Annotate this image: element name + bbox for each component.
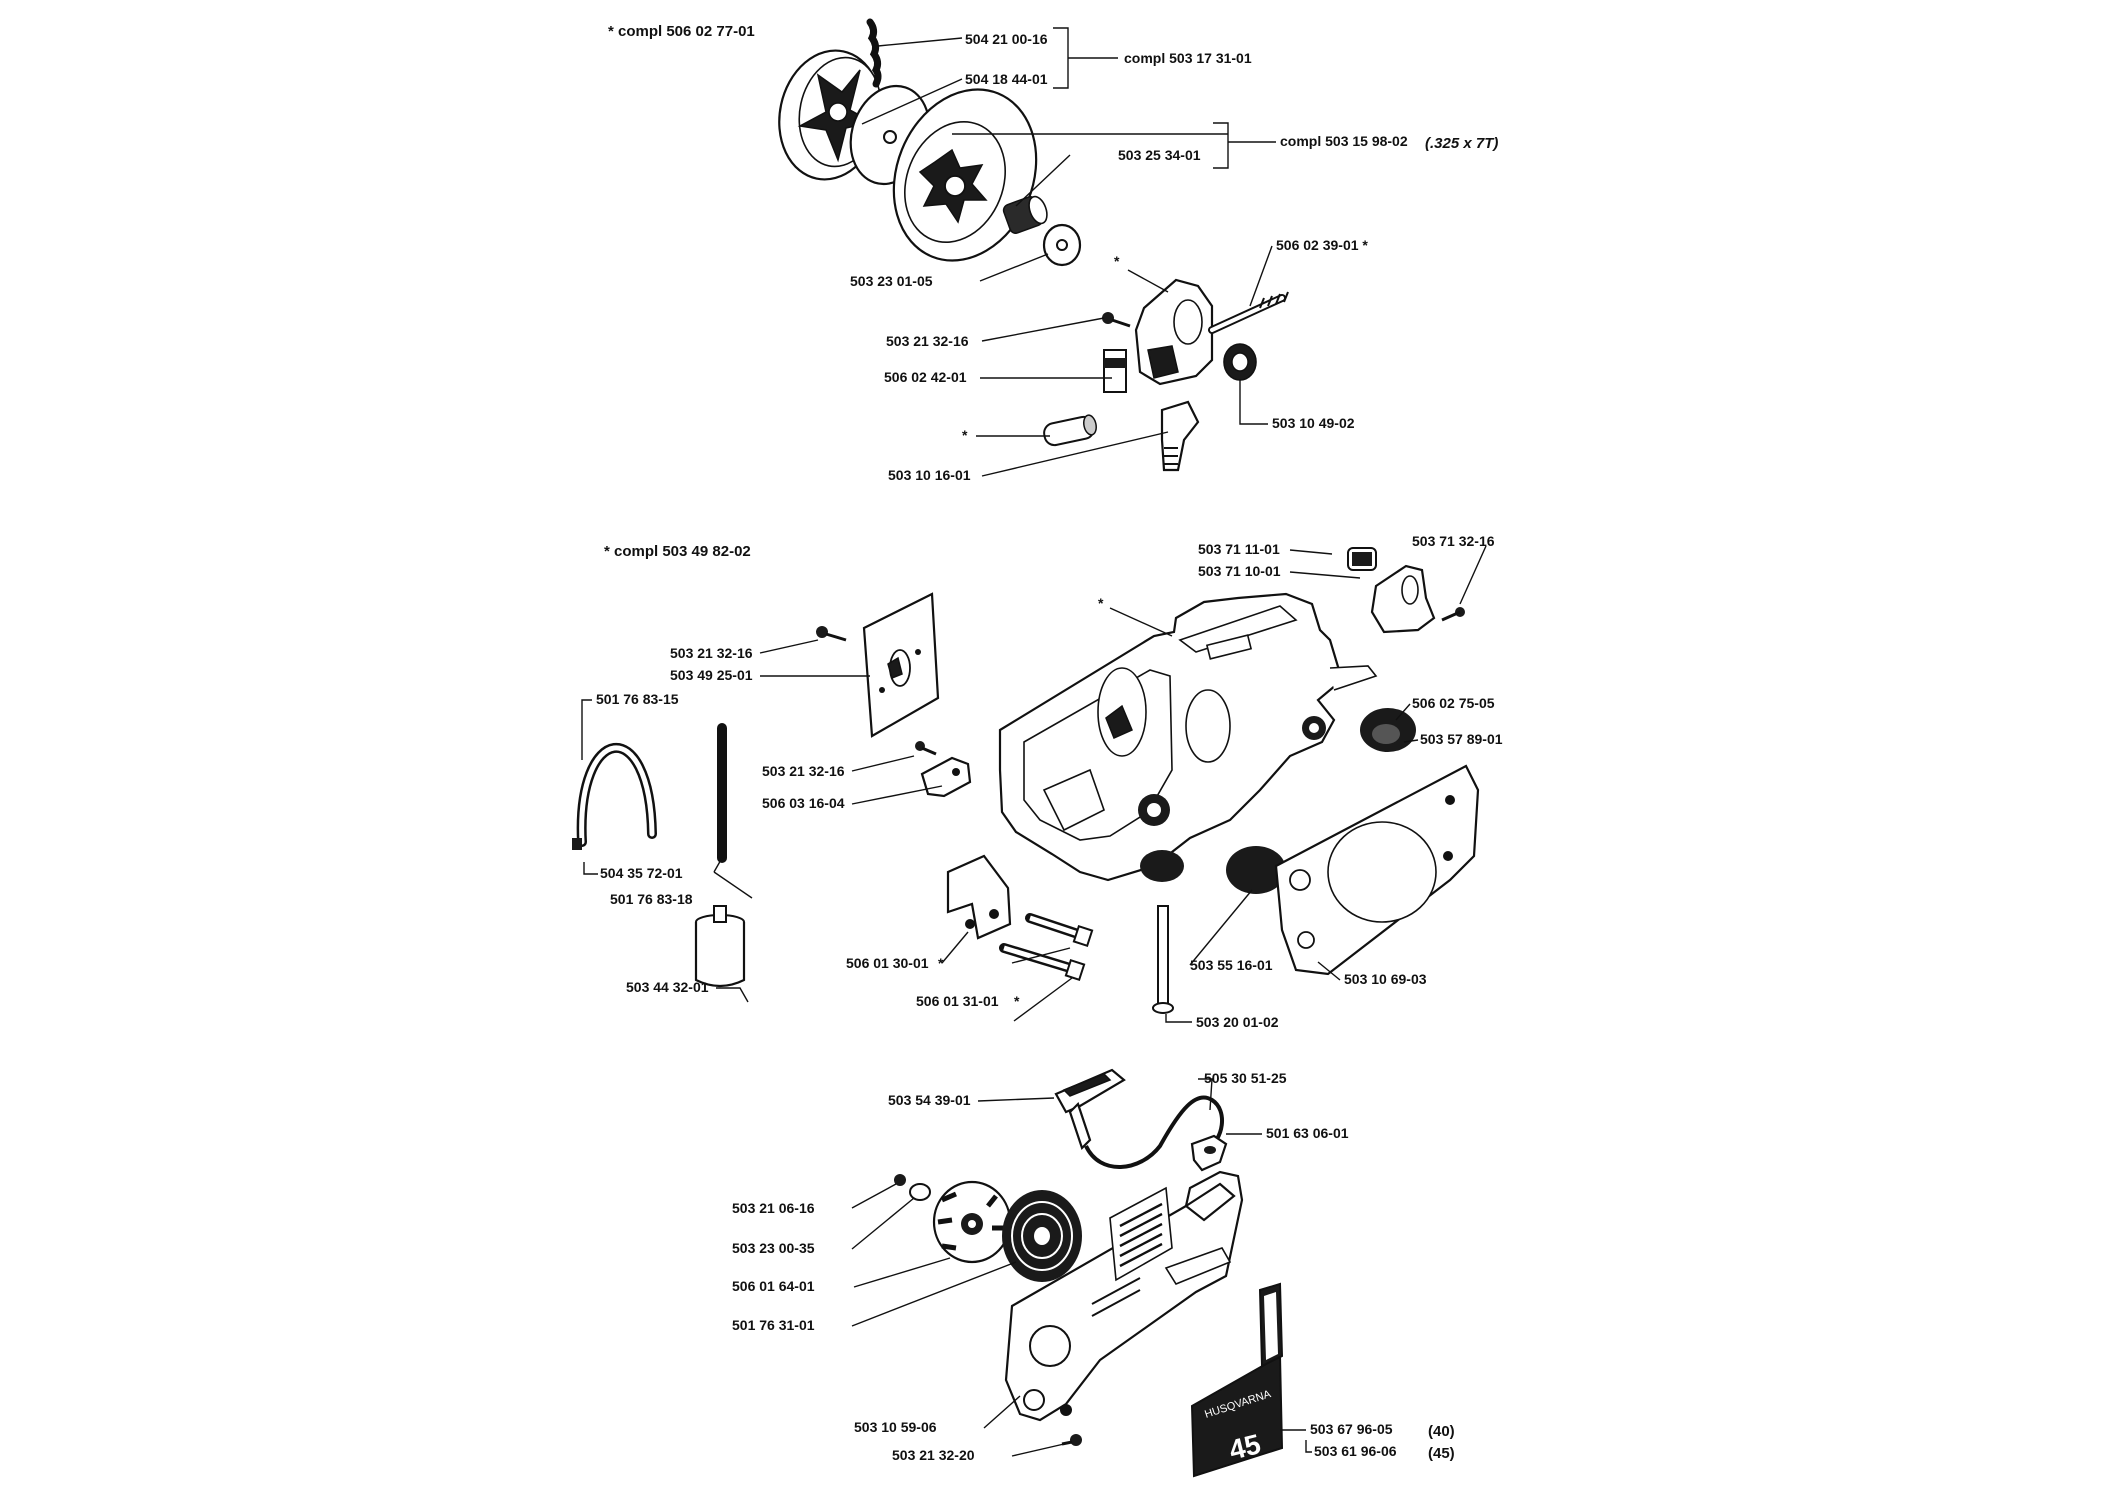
callout-506-03-16-04: 506 03 16-04 xyxy=(762,795,845,811)
needle-bearing-part xyxy=(1002,195,1048,234)
callout-503-55-16-01: 503 55 16-01 xyxy=(1190,957,1273,973)
callout-501-76-83-18: 501 76 83-18 xyxy=(610,891,693,907)
callout-506-01-64-01: 506 01 64-01 xyxy=(732,1278,815,1294)
chain-catcher-part xyxy=(1347,547,1465,634)
callout-503-20-01-02: 503 20 01-02 xyxy=(1196,1014,1279,1030)
callout-503-23-00-35: 503 23 00-35 xyxy=(732,1240,815,1256)
housing-screw-part xyxy=(1061,1434,1082,1446)
callout-504-18-44-01: 504 18 44-01 xyxy=(965,71,1048,87)
pump-screw-part xyxy=(1102,312,1131,328)
starter-housing-part xyxy=(1004,1170,1244,1422)
callout-star-pump: * xyxy=(1114,253,1120,269)
small-block-part xyxy=(915,741,972,798)
callout-503-71-32-16: 503 71 32-16 xyxy=(1412,533,1495,549)
long-bolt-part xyxy=(1152,905,1174,1014)
callout-503-71-10-01: 503 71 10-01 xyxy=(1198,563,1281,579)
starter-pulley-part xyxy=(932,1180,1012,1264)
callout-503-61-96-06: 503 61 96-06 xyxy=(1314,1443,1397,1459)
callout-503-44-32-01: 503 44 32-01 xyxy=(626,979,709,995)
callout-503-54-39-01: 503 54 39-01 xyxy=(888,1092,971,1108)
rope-guide-part xyxy=(1190,1134,1228,1172)
damper-part xyxy=(1140,708,1416,894)
oil-pump-callout-lines xyxy=(976,245,1273,477)
callout-506-02-39-01: 506 02 39-01 * xyxy=(1276,237,1368,253)
clutch-callout-lines xyxy=(861,27,1276,282)
callout-compl-503-17-31-01: compl 503 17 31-01 xyxy=(1124,50,1252,66)
callout-501-76-83-15: 501 76 83-15 xyxy=(596,691,679,707)
cover-plate-part xyxy=(816,592,940,738)
callout-505-30-51-25: 505 30 51-25 xyxy=(1204,1070,1287,1086)
callout-star-bracket: * xyxy=(938,955,944,971)
callout-503-10-69-03: 503 10 69-03 xyxy=(1344,971,1427,987)
callout-504-35-72-01: 504 35 72-01 xyxy=(600,865,683,881)
recoil-spring-part xyxy=(1002,1190,1082,1282)
chain-guide-bracket-part xyxy=(946,854,1012,940)
pump-worm-shaft-part xyxy=(1208,291,1289,334)
callout-503-21-32-16-pump: 503 21 32-16 xyxy=(886,333,969,349)
pump-adjust-plug-part xyxy=(1160,400,1200,472)
callout-star-pin: * xyxy=(962,427,968,443)
callout-503-21-06-16: 503 21 06-16 xyxy=(732,1200,815,1216)
starter-handle-part xyxy=(1054,1068,1126,1151)
note-compl-top: * compl 506 02 77-01 xyxy=(608,23,755,40)
pump-bushing-part xyxy=(1223,343,1257,381)
callout-model-45: (45) xyxy=(1428,1445,1455,1462)
starter-assembly: HUSQVARNA 45 xyxy=(894,1068,1284,1478)
callout-503-57-89-01: 503 57 89-01 xyxy=(1420,731,1503,747)
callout-506-01-30-01: 506 01 30-01 xyxy=(846,955,929,971)
callout-504-21-00-16: 504 21 00-16 xyxy=(965,31,1048,47)
oil-pump-assembly xyxy=(1043,278,1289,472)
callout-503-49-25-01: 503 49 25-01 xyxy=(670,667,753,683)
callout-506-02-75-05: 506 02 75-05 xyxy=(1412,695,1495,711)
pump-pin-part xyxy=(1043,414,1097,447)
callout-503-21-32-16-plate: 503 21 32-16 xyxy=(670,645,753,661)
starter-rope-part xyxy=(1084,1095,1225,1169)
callout-503-10-59-06: 503 10 59-06 xyxy=(854,1419,937,1435)
callout-503-21-32-20: 503 21 32-20 xyxy=(892,1447,975,1463)
callout-501-63-06-01: 501 63 06-01 xyxy=(1266,1125,1349,1141)
callout-503-25-34-01: 503 25 34-01 xyxy=(1118,147,1201,163)
fuel-filter-part xyxy=(694,905,746,988)
crankcase-callout-lines xyxy=(581,545,1487,1023)
callout-chain-spec: (.325 x 7T) xyxy=(1425,135,1498,152)
callout-503-71-11-01: 503 71 11-01 xyxy=(1198,541,1280,557)
callout-503-67-96-05: 503 67 96-05 xyxy=(1310,1421,1393,1437)
clutch-drum-part xyxy=(892,88,1038,262)
crankcase-assembly xyxy=(998,592,1378,882)
note-compl-middle: * compl 503 49 82-02 xyxy=(604,543,751,560)
callout-compl-503-15-98-02: compl 503 15 98-02 xyxy=(1280,133,1408,149)
model-decal-part: HUSQVARNA 45 xyxy=(1190,1282,1284,1478)
callout-501-76-31-01: 501 76 31-01 xyxy=(732,1317,815,1333)
decal-model-text: 45 xyxy=(1226,1428,1264,1466)
drum-washer-part xyxy=(1042,223,1082,267)
callout-503-21-32-16-block: 503 21 32-16 xyxy=(762,763,845,779)
callout-503-10-49-02: 503 10 49-02 xyxy=(1272,415,1355,431)
callout-506-01-31-01: 506 01 31-01 xyxy=(916,993,999,1009)
callout-star-screws: * xyxy=(1014,993,1020,1009)
callout-model-40: (40) xyxy=(1428,1423,1455,1440)
callout-503-23-01-05: 503 23 01-05 xyxy=(850,273,933,289)
bracket-screws-part xyxy=(999,913,1094,982)
side-cover-plate-part xyxy=(1274,764,1480,976)
clutch-assembly xyxy=(778,18,1082,267)
callout-star-crankcase: * xyxy=(1098,595,1104,611)
clutch-spring-part xyxy=(866,18,882,88)
impulse-hose-part xyxy=(572,743,657,850)
callout-506-02-42-01: 506 02 42-01 xyxy=(884,369,967,385)
pump-plug-part xyxy=(1103,349,1127,393)
starter-screw-part xyxy=(894,1174,931,1201)
callout-503-10-16-01: 503 10 16-01 xyxy=(888,467,971,483)
starter-callout-lines xyxy=(851,1078,1312,1457)
